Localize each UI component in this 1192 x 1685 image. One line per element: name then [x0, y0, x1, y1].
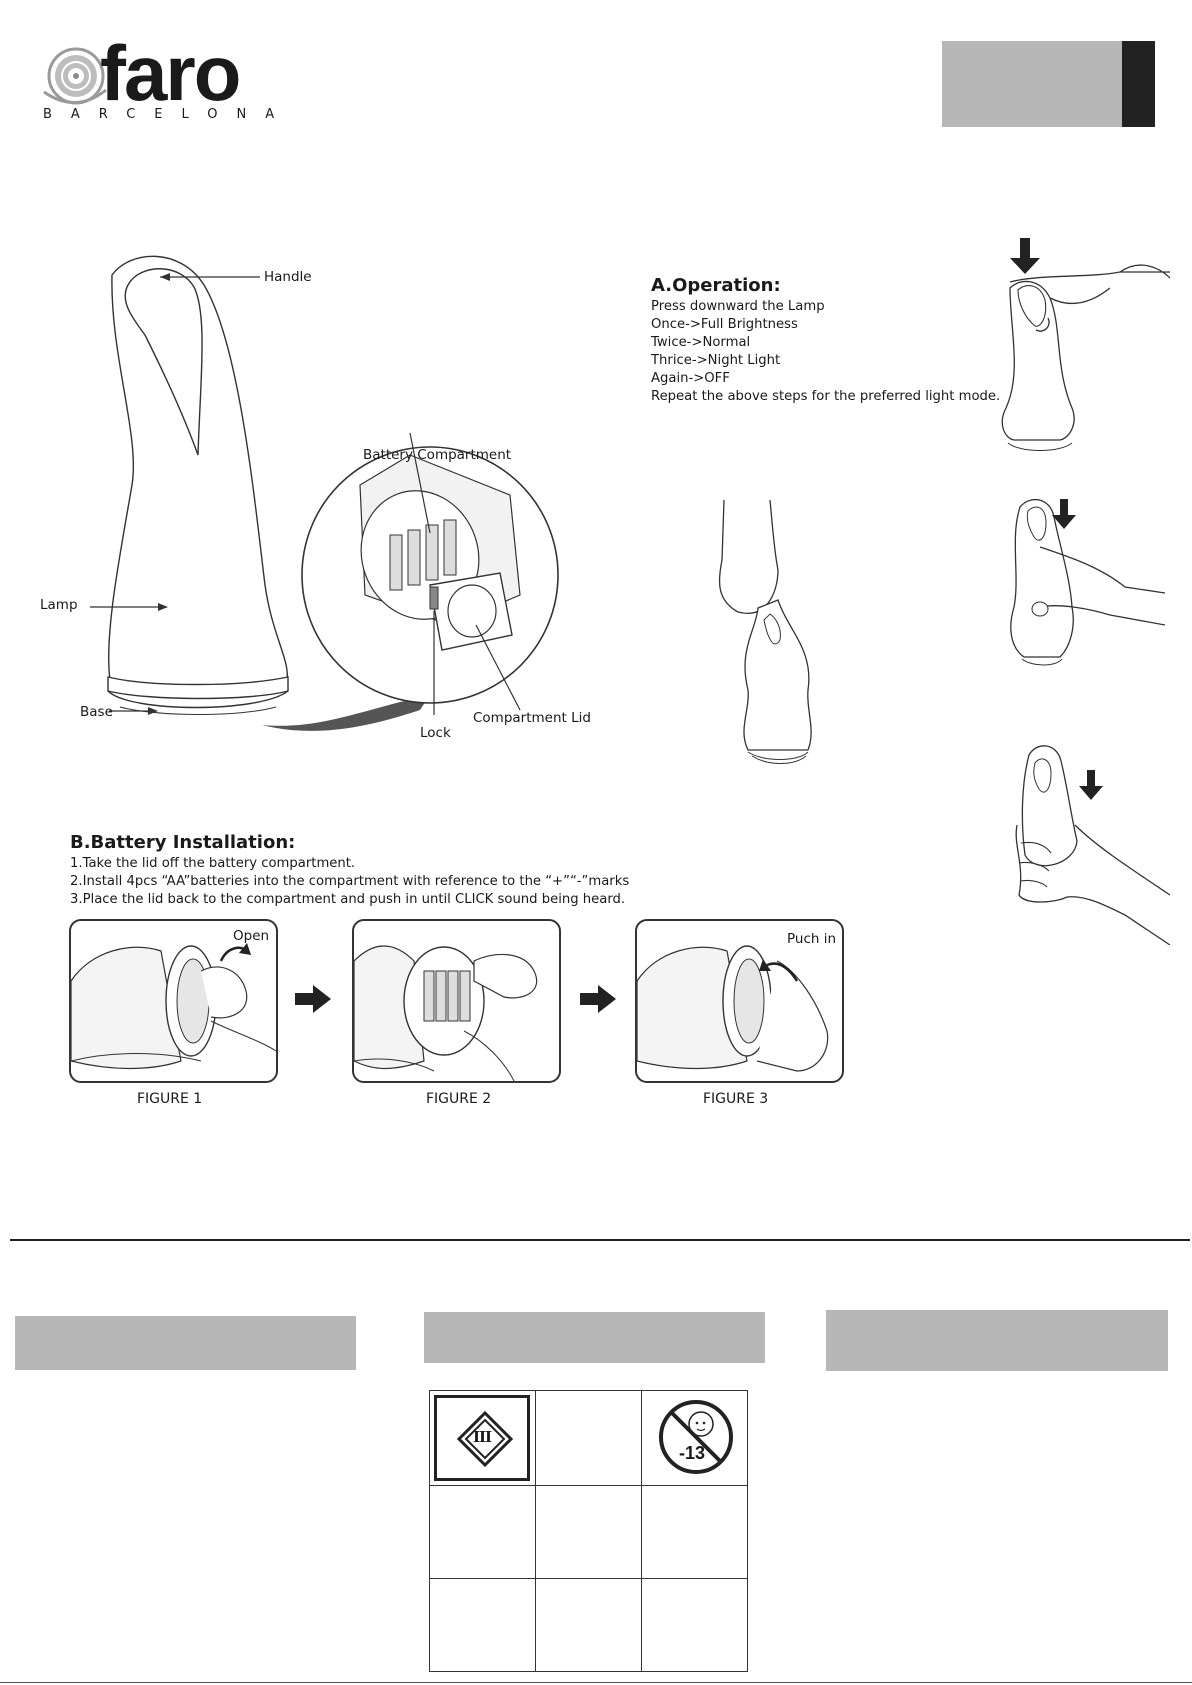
table-cell: [641, 1578, 748, 1672]
operation-illustration-press-top: [1001, 238, 1170, 451]
faro-logo-icon: [43, 47, 107, 105]
label-handle: Handle: [264, 269, 312, 285]
label-lamp: Lamp: [40, 597, 78, 613]
figure-1-tag: Open: [233, 928, 270, 944]
label-battery-compartment: Battery Compartment: [363, 447, 512, 463]
battery-step: 3.Place the lid back to the compartment …: [70, 892, 626, 907]
operation-section: A.Operation: Press downward the Lamp Onc…: [651, 275, 1001, 406]
operation-line: Twice->Normal: [651, 335, 751, 350]
figure-2: [352, 919, 561, 1083]
brand-name: faro: [100, 29, 241, 117]
arrow-right-icon: [295, 985, 331, 1013]
operation-illustration-carry: [718, 500, 812, 764]
no-children-icon: [659, 1400, 733, 1474]
battery-section: B.Battery Installation: 1.Take the lid o…: [70, 832, 630, 909]
table-cell: [535, 1390, 642, 1486]
label-compartment-lid: Compartment Lid: [473, 710, 591, 726]
bottom-bar-middle: [424, 1312, 765, 1363]
age-label: -13: [679, 1443, 706, 1463]
figure-3-illustration: [637, 945, 829, 1072]
table-cell: [429, 1578, 536, 1672]
class-iii-label: III: [473, 1428, 492, 1446]
brand-sub: BARCELONA: [43, 107, 294, 122]
header-grey-block: [942, 41, 1123, 127]
operation-line: Again->OFF: [651, 371, 730, 386]
label-base: Base: [80, 704, 113, 720]
battery-step: 1.Take the lid off the battery compartme…: [70, 856, 356, 871]
table-cell: [641, 1485, 748, 1579]
brand-logo: faro BARCELONA: [40, 34, 274, 128]
operation-line: Press downward the Lamp: [651, 299, 825, 314]
bottom-bar-left: [15, 1316, 356, 1370]
battery-step: 2.Install 4pcs “AA”batteries into the co…: [70, 874, 630, 889]
arrow-down-icon: [1079, 770, 1103, 800]
operation-line: Thrice->Night Light: [651, 353, 781, 368]
table-cell: [535, 1578, 642, 1672]
figure-2-caption: FIGURE 2: [426, 1091, 492, 1107]
bottom-rule: [0, 1682, 1192, 1683]
table-cell: [429, 1485, 536, 1579]
section-divider: [10, 1239, 1190, 1241]
battery-title: B.Battery Installation:: [70, 832, 296, 853]
bottom-bar-right: [826, 1310, 1168, 1371]
operation-illustration-press-side: [1010, 498, 1165, 666]
table-cell: [535, 1485, 642, 1579]
class-iii-symbol: III: [434, 1395, 530, 1481]
figure-2-illustration: [354, 945, 538, 1081]
operation-line: Repeat the above steps for the preferred…: [651, 389, 1001, 404]
figure-1-caption: FIGURE 1: [137, 1091, 203, 1107]
operation-illustration-grip: [1015, 745, 1170, 945]
operation-line: Once->Full Brightness: [651, 317, 798, 332]
figure-3-caption: FIGURE 3: [703, 1091, 769, 1107]
arrow-down-icon: [1052, 499, 1076, 529]
symbol-table: III -13: [429, 1390, 748, 1672]
arrow-down-icon: [1010, 238, 1040, 274]
figure-3: Puch in: [635, 919, 844, 1083]
operation-title: A.Operation:: [651, 275, 781, 296]
figure-1: Open: [69, 919, 278, 1083]
figure-3-tag: Puch in: [787, 931, 837, 947]
header-black-tab: [1122, 41, 1155, 127]
lamp-diagram: [90, 255, 559, 731]
no-children-symbol: -13: [657, 1398, 735, 1476]
class-iii-icon: [457, 1411, 513, 1467]
arrow-right-icon: [580, 985, 616, 1013]
figure-1-illustration: [71, 943, 276, 1070]
label-lock: Lock: [420, 725, 451, 741]
